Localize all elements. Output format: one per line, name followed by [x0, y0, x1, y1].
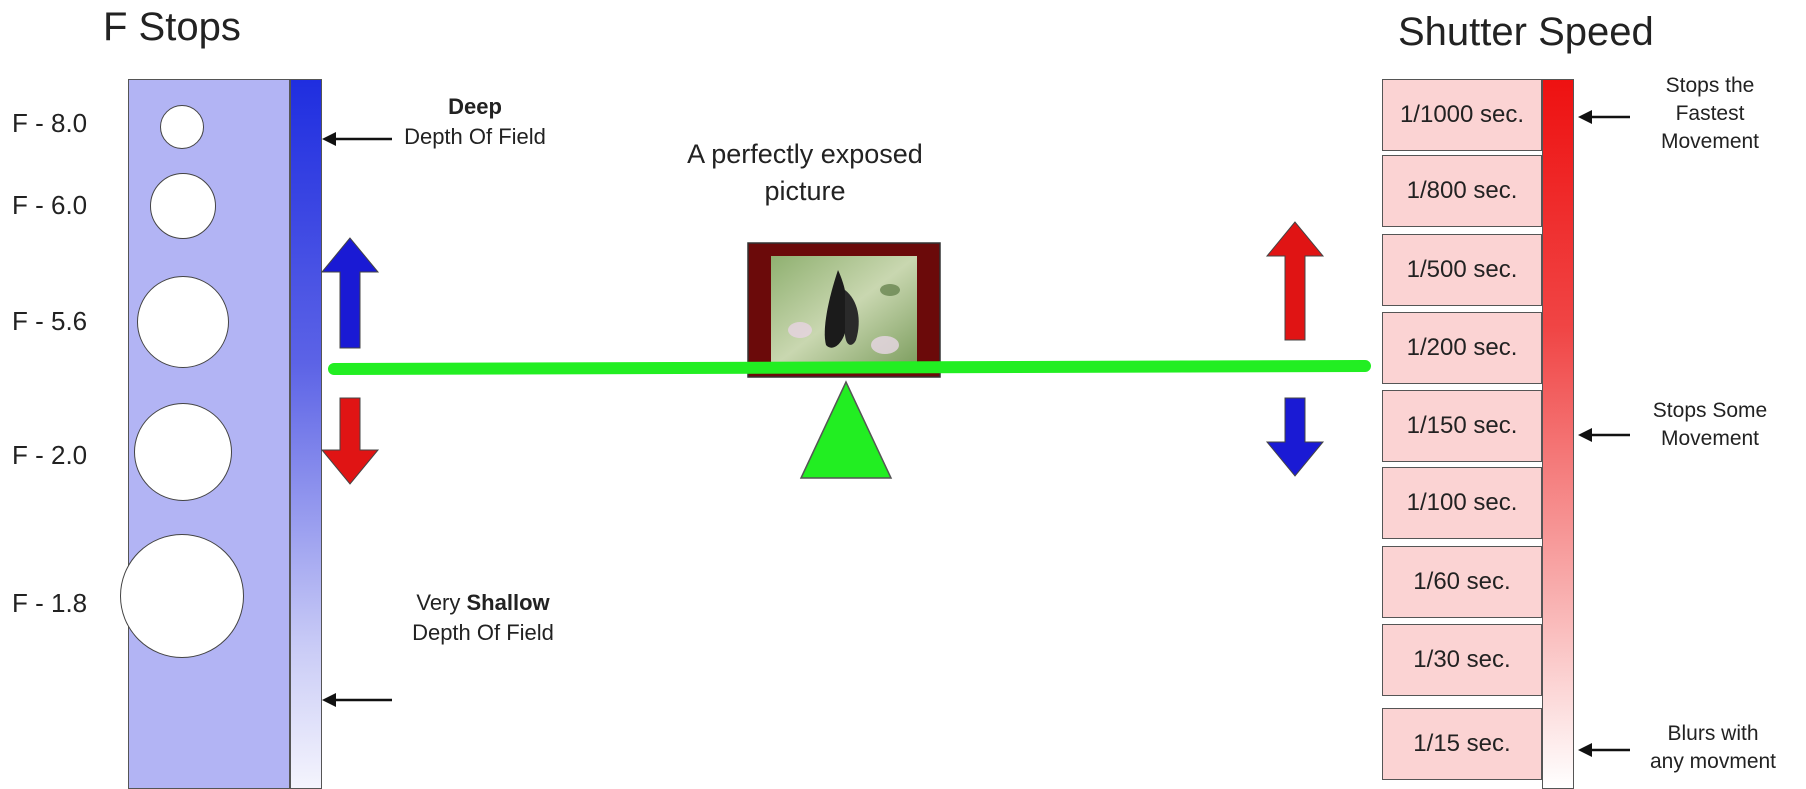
- shallow-label: Shallow: [466, 590, 550, 615]
- shutter-up-arrow: [1265, 221, 1325, 341]
- shallow-dof-note: Very Shallow Depth Of Field: [388, 588, 578, 648]
- aperture-circle-f1-8: [120, 534, 244, 658]
- fastest-movement-note: Stops the Fastest Movement: [1630, 72, 1790, 156]
- fastest-pointer-arrow: [1578, 110, 1630, 124]
- fstop-label-1-8: F - 1.8: [12, 588, 88, 618]
- speed-box-30: 1/30 sec.: [1382, 624, 1542, 696]
- speed-box-15: 1/15 sec.: [1382, 708, 1542, 780]
- fstop-label-6: F - 6.0: [12, 190, 88, 220]
- deep-label: Deep: [448, 94, 502, 119]
- speed-box-500: 1/500 sec.: [1382, 234, 1542, 306]
- aperture-circle-f6: [150, 173, 216, 239]
- caption-line-1: A perfectly exposed: [687, 139, 923, 169]
- balance-beam: [328, 360, 1371, 375]
- shallow-dof-text: Depth Of Field: [412, 620, 554, 645]
- caption-line-2: picture: [764, 176, 846, 206]
- deep-dof-note: Deep Depth Of Field: [390, 92, 560, 152]
- blurs-line-2: any movment: [1649, 750, 1777, 773]
- speed-box-100: 1/100 sec.: [1382, 467, 1542, 539]
- shallow-pointer-arrow: [322, 693, 392, 707]
- speed-box-150: 1/150 sec.: [1382, 390, 1542, 462]
- fulcrum-triangle: [799, 380, 893, 479]
- center-caption: A perfectly exposed picture: [640, 136, 970, 210]
- fstops-title: F Stops: [103, 5, 241, 49]
- aperture-circle-f5-6: [137, 276, 229, 368]
- exposed-picture-frame: [747, 242, 941, 378]
- deep-dof-text: Depth Of Field: [404, 124, 546, 149]
- shutter-speed-gradient-bar: [1542, 79, 1574, 789]
- aperture-up-arrow: [320, 237, 380, 349]
- some-line-2: Movement: [1660, 427, 1760, 450]
- fstop-label-5-6: F - 5.6: [12, 306, 88, 336]
- deep-pointer-arrow: [322, 132, 392, 146]
- shallow-prefix: Very: [416, 590, 467, 615]
- fstop-label-8: F - 8.0: [12, 108, 88, 138]
- shutter-speed-title: Shutter Speed: [1398, 10, 1654, 54]
- butterfly-photo: [788, 270, 900, 354]
- some-pointer-arrow: [1578, 428, 1630, 442]
- some-line-1: Stops Some: [1652, 399, 1768, 422]
- blurs-line-1: Blurs with: [1667, 722, 1759, 745]
- blurs-note: Blurs with any movment: [1628, 720, 1798, 776]
- some-movement-note: Stops Some Movement: [1630, 397, 1790, 453]
- shutter-down-arrow: [1265, 397, 1325, 477]
- aperture-circle-f8: [160, 105, 204, 149]
- fastest-line-3: Movement: [1660, 130, 1760, 153]
- fstop-label-2: F - 2.0: [12, 440, 88, 470]
- blurs-pointer-arrow: [1578, 743, 1630, 757]
- speed-box-200: 1/200 sec.: [1382, 312, 1542, 384]
- speed-box-60: 1/60 sec.: [1382, 546, 1542, 618]
- aperture-panel: [120, 79, 290, 789]
- depth-of-field-gradient-bar: [290, 79, 322, 789]
- speed-box-1000: 1/1000 sec.: [1382, 79, 1542, 151]
- aperture-circle-f2: [134, 403, 232, 501]
- aperture-down-arrow: [320, 397, 380, 485]
- speed-box-800: 1/800 sec.: [1382, 155, 1542, 227]
- fastest-line-1: Stops the: [1665, 74, 1755, 97]
- fastest-line-2: Fastest: [1675, 102, 1745, 125]
